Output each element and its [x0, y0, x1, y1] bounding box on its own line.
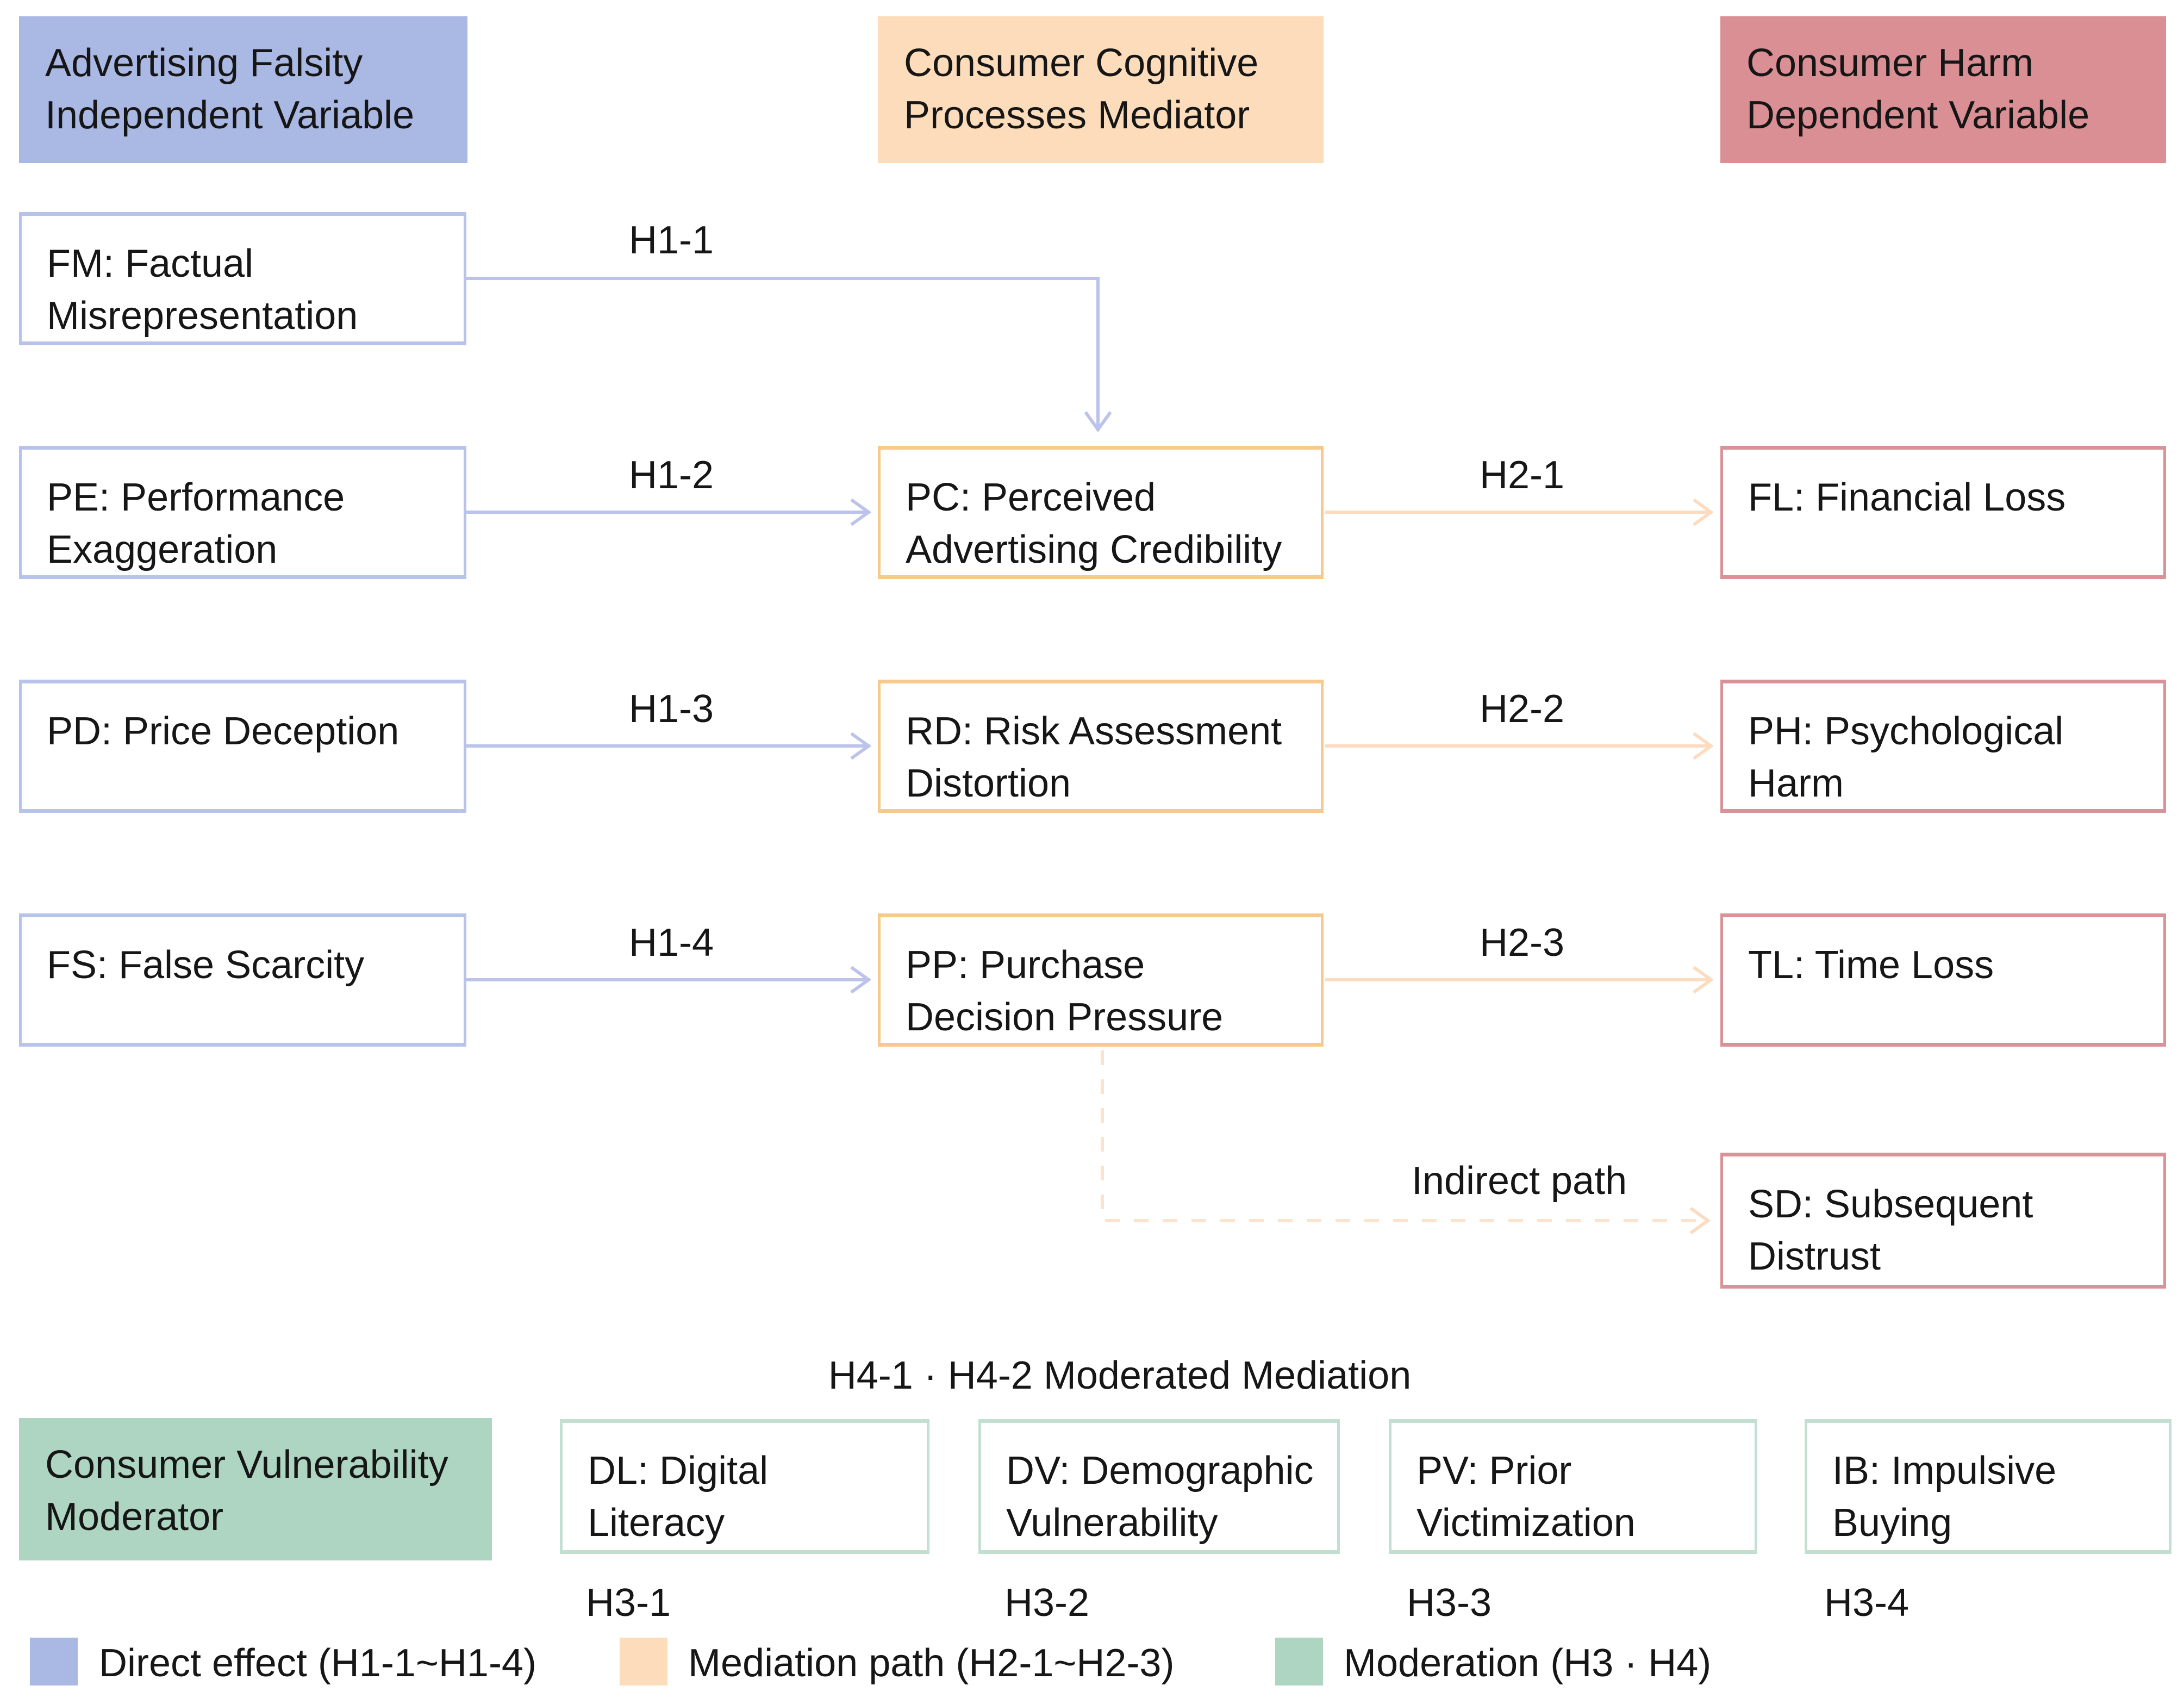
header-mediator: Consumer Cognitive Processes Mediator [878, 16, 1324, 163]
node-rd-risk-assessment-distortion: RD: Risk Assessment Distortion [878, 680, 1324, 813]
node-pd-price-deception: PD: Price Deception [19, 680, 466, 813]
legend-label-moderation: Moderation (H3 · H4) [1344, 1641, 1712, 1685]
edge-label-h3-3: H3-3 [1407, 1581, 1492, 1625]
legend-label-direct-effect: Direct effect (H1-1~H1-4) [99, 1641, 536, 1685]
edge-label-h3-1: H3-1 [586, 1581, 671, 1625]
edge-label-h2-3: H2-3 [1479, 921, 1565, 965]
edge-label-h3-4: H3-4 [1824, 1581, 1910, 1625]
legend-swatch-moderation [1275, 1638, 1323, 1685]
legend-swatch-mediation-path [620, 1638, 667, 1685]
node-fl-financial-loss: FL: Financial Loss [1720, 446, 2166, 579]
edge-h1-1-fm-to-pc [466, 277, 1112, 433]
edge-label-h3-2: H3-2 [1004, 1581, 1090, 1625]
node-fs-false-scarcity: FS: False Scarcity [19, 913, 466, 1047]
edge-label-h2-1: H2-1 [1479, 453, 1565, 497]
node-fm-factual-misrepresentation: FM: Factual Misrepresentation [19, 212, 466, 345]
edge-label-h1-4: H1-4 [628, 921, 714, 965]
header-independent-variable: Advertising Falsity Independent Variable [19, 16, 467, 163]
header-moderator: Consumer Vulnerability Moderator [19, 1418, 492, 1560]
node-pc-perceived-advertising-credibility: PC: Perceived Advertising Credibility [878, 446, 1324, 579]
node-dl-digital-literacy: DL: Digital Literacy [560, 1419, 929, 1554]
edge-label-indirect-path: Indirect path [1411, 1159, 1627, 1203]
node-dv-demographic-vulnerability: DV: Demographic Vulnerability [978, 1419, 1340, 1554]
edge-label-h1-1: H1-1 [628, 219, 714, 262]
node-tl-time-loss: TL: Time Loss [1720, 913, 2166, 1047]
legend-swatch-direct-effect [30, 1638, 78, 1685]
header-dependent-variable: Consumer Harm Dependent Variable [1720, 16, 2166, 163]
edge-label-h1-2: H1-2 [628, 453, 714, 497]
edge-label-h2-2: H2-2 [1479, 687, 1565, 731]
node-ph-psychological-harm: PH: Psychological Harm [1720, 680, 2166, 813]
node-ib-impulsive-buying: IB: Impulsive Buying [1805, 1419, 2171, 1554]
node-pv-prior-victimization: PV: Prior Victimization [1389, 1419, 1757, 1554]
moderated-mediation-heading: H4-1 · H4-2 Moderated Mediation [828, 1354, 1412, 1397]
edge-label-h1-3: H1-3 [628, 687, 714, 731]
legend-label-mediation-path: Mediation path (H2-1~H2-3) [688, 1641, 1175, 1685]
node-pp-purchase-decision-pressure: PP: Purchase Decision Pressure [878, 913, 1324, 1047]
node-sd-subsequent-distrust: SD: Subsequent Distrust [1720, 1153, 2166, 1289]
node-pe-performance-exaggeration: PE: Performance Exaggeration [19, 446, 466, 579]
